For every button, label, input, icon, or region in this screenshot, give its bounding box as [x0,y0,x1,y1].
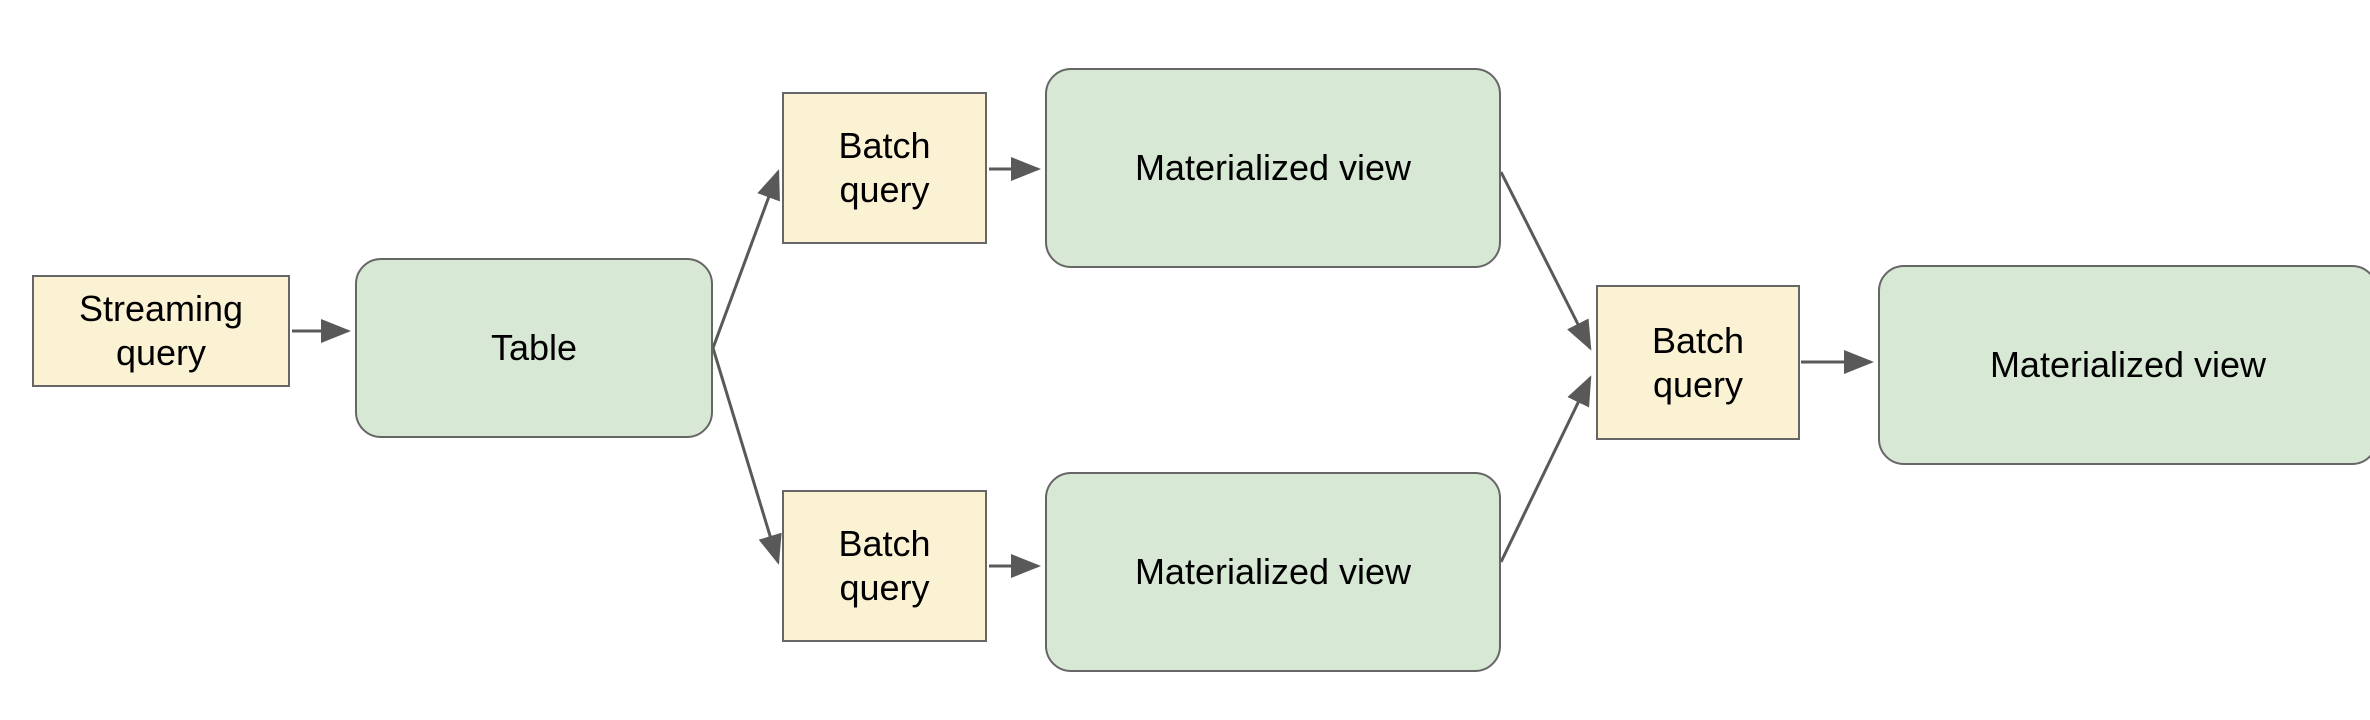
node-batch-query-top-label: Batch query [838,125,931,210]
edge-table-to-batch-bottom [711,347,782,565]
node-materialized-view-final[interactable]: Materialized view [1878,265,2370,465]
node-batch-query-top[interactable]: Batch query [782,92,987,244]
node-streaming-query-label: Streaming query [78,288,244,373]
edge-view-bottom-to-batch-merge [1499,375,1592,563]
edge-table-to-batch-top [711,169,780,349]
node-table[interactable]: Table [355,258,713,438]
node-batch-query-bottom[interactable]: Batch query [782,490,987,642]
node-table-label: Table [490,327,578,369]
node-materialized-view-final-label: Materialized view [1989,344,2267,386]
node-materialized-view-top[interactable]: Materialized view [1045,68,1501,268]
node-materialized-view-bottom-label: Materialized view [1134,551,1412,593]
node-batch-query-merge[interactable]: Batch query [1596,285,1800,440]
node-batch-query-merge-label: Batch query [1651,319,1745,405]
edge-view-top-to-batch-merge [1499,171,1592,351]
node-batch-query-bottom-label: Batch query [838,523,931,608]
node-materialized-view-top-label: Materialized view [1134,147,1412,189]
node-materialized-view-bottom[interactable]: Materialized view [1045,472,1501,672]
node-streaming-query[interactable]: Streaming query [32,275,290,387]
